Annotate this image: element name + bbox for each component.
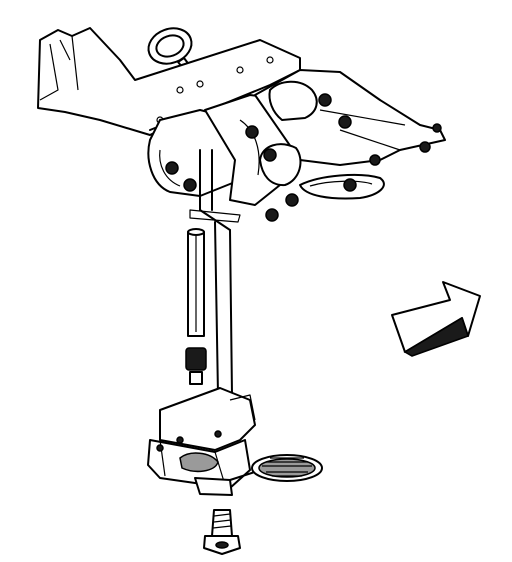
pump-icon <box>147 387 256 496</box>
arrow-icon <box>391 281 481 357</box>
sleeve-icon <box>185 228 207 385</box>
shaft-icon <box>199 149 233 396</box>
screen-icon <box>229 454 323 482</box>
bolt-icon <box>203 509 241 555</box>
engine-block-icon <box>37 27 446 223</box>
